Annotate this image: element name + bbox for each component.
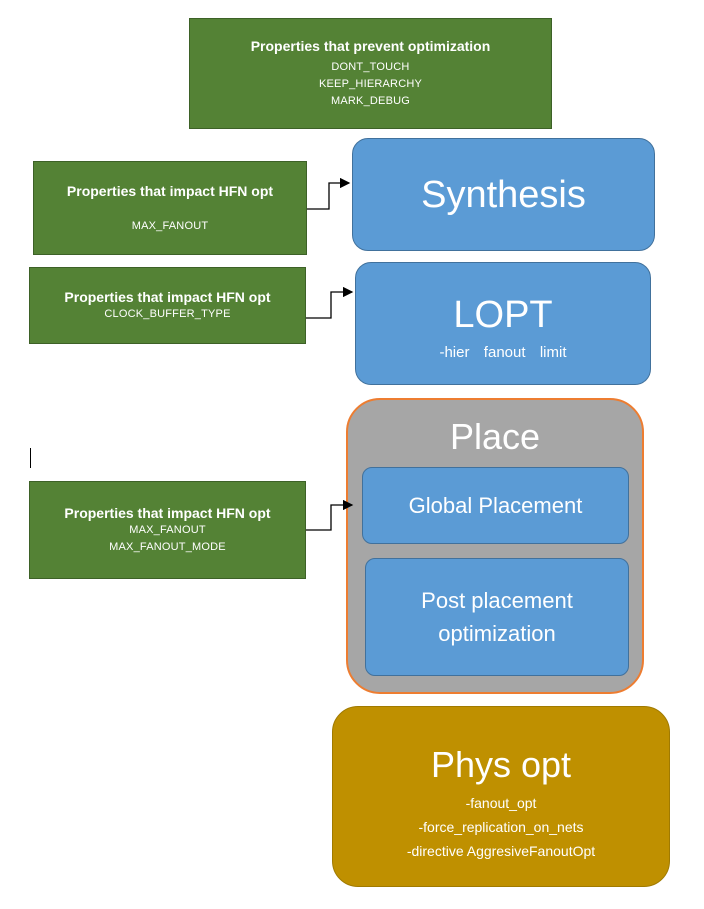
phys-opt-stage-box: Phys opt -fanout_opt -force_replication_…	[332, 706, 670, 887]
phys-opt-option-fanout: -fanout_opt	[465, 795, 537, 811]
prevent-property-dont-touch: DONT_TOUCH	[331, 61, 410, 73]
place-title: Place	[449, 416, 541, 457]
phys-opt-option-directive: -directive AggresiveFanoutOpt	[406, 843, 596, 859]
prevent-property-mark-debug: MARK_DEBUG	[330, 95, 411, 107]
hfn-properties-place-box: Properties that impact HFN opt MAX_FANOU…	[29, 481, 306, 579]
arrow-hfn-to-synthesis	[307, 177, 351, 210]
post-placement-optimization-box: Post placement optimization	[365, 558, 629, 676]
text-cursor	[30, 448, 31, 468]
hfn-lopt-clock-buffer-type: CLOCK_BUFFER_TYPE	[104, 308, 231, 320]
lopt-stage-box: LOPT -hier fanout limit	[355, 262, 651, 385]
hfn-place-title: Properties that impact HFN opt	[64, 505, 271, 521]
post-placement-optimization-label: Post placement optimization	[421, 588, 573, 646]
lopt-title: LOPT	[453, 293, 553, 336]
arrow-hfn-to-lopt	[306, 286, 354, 319]
synthesis-title: Synthesis	[421, 173, 586, 216]
global-placement-box: Global Placement	[362, 467, 629, 544]
hfn-place-max-fanout-mode: MAX_FANOUT_MODE	[109, 541, 226, 553]
hfn-synthesis-title: Properties that impact HFN opt	[66, 182, 274, 199]
prevent-property-keep-hierarchy: KEEP_HIERARCHY	[318, 78, 423, 90]
hfn-synthesis-max-fanout: MAX_FANOUT	[131, 219, 209, 232]
prevent-optimization-box: Properties that prevent optimization DON…	[189, 18, 552, 129]
hfn-lopt-title: Properties that impact HFN opt	[64, 289, 271, 305]
hfn-properties-lopt-box: Properties that impact HFN opt CLOCK_BUF…	[29, 267, 306, 344]
hfn-place-max-fanout: MAX_FANOUT	[129, 524, 206, 536]
phys-opt-option-force-replication: -force_replication_on_nets	[418, 819, 584, 835]
global-placement-label: Global Placement	[408, 493, 583, 518]
synthesis-stage-box: Synthesis	[352, 138, 655, 251]
phys-opt-options: -fanout_opt -force_replication_on_nets -…	[333, 791, 669, 863]
lopt-option: -hier fanout limit	[439, 343, 567, 361]
phys-opt-title: Phys opt	[430, 744, 572, 785]
arrow-hfn-to-place	[306, 499, 354, 531]
prevent-optimization-title: Properties that prevent optimization	[250, 38, 491, 54]
hfn-properties-synthesis-box: Properties that impact HFN opt MAX_FANOU…	[33, 161, 307, 255]
